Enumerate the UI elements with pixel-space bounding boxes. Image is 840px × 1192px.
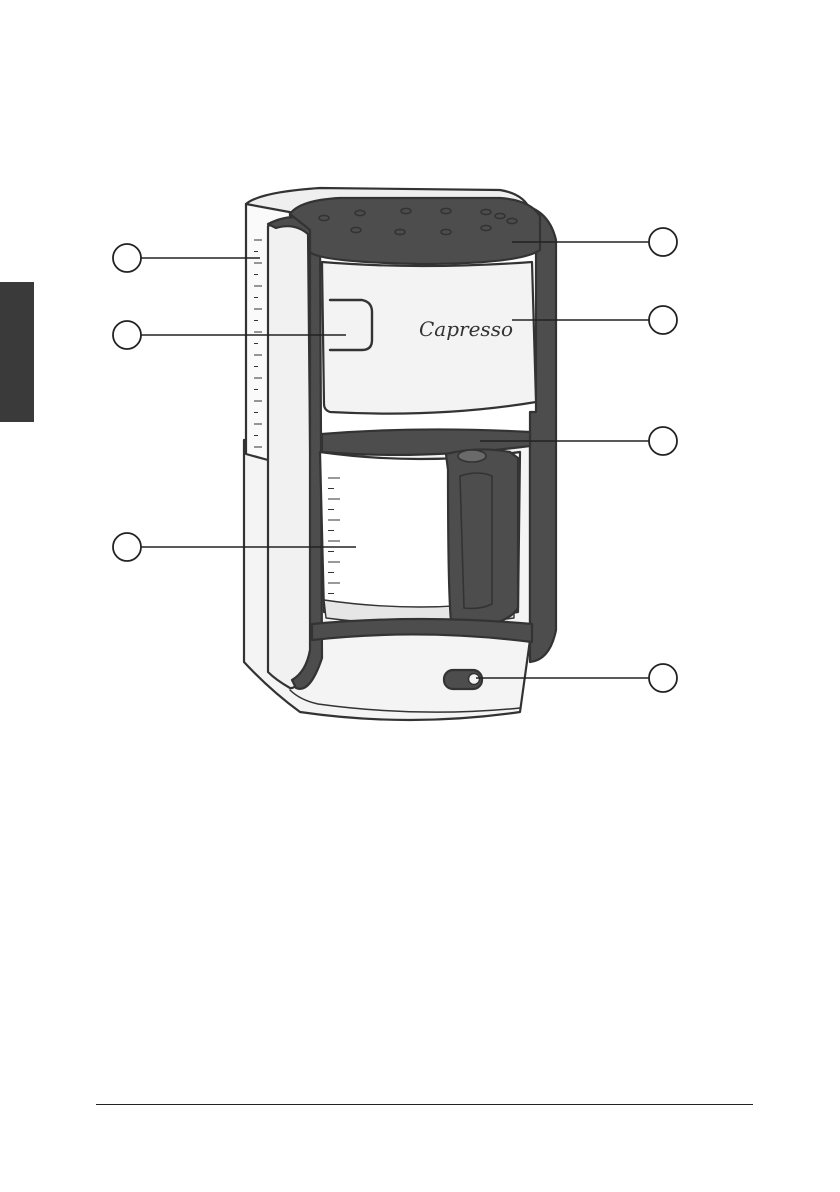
brand-logo: Capresso <box>419 317 513 341</box>
callout-circle <box>113 533 141 561</box>
callout-circle <box>113 321 141 349</box>
footer-rule <box>96 1104 753 1105</box>
callout-circle <box>649 664 677 692</box>
top-cover <box>290 198 540 264</box>
carafe-handle-knob <box>458 450 486 462</box>
callout-circle <box>649 228 677 256</box>
left-pillar <box>268 221 312 688</box>
carafe-handle-inner <box>460 473 492 609</box>
callout-circle <box>649 427 677 455</box>
callout-circle <box>649 306 677 334</box>
callout-circle <box>113 244 141 272</box>
switch-light <box>469 674 480 685</box>
